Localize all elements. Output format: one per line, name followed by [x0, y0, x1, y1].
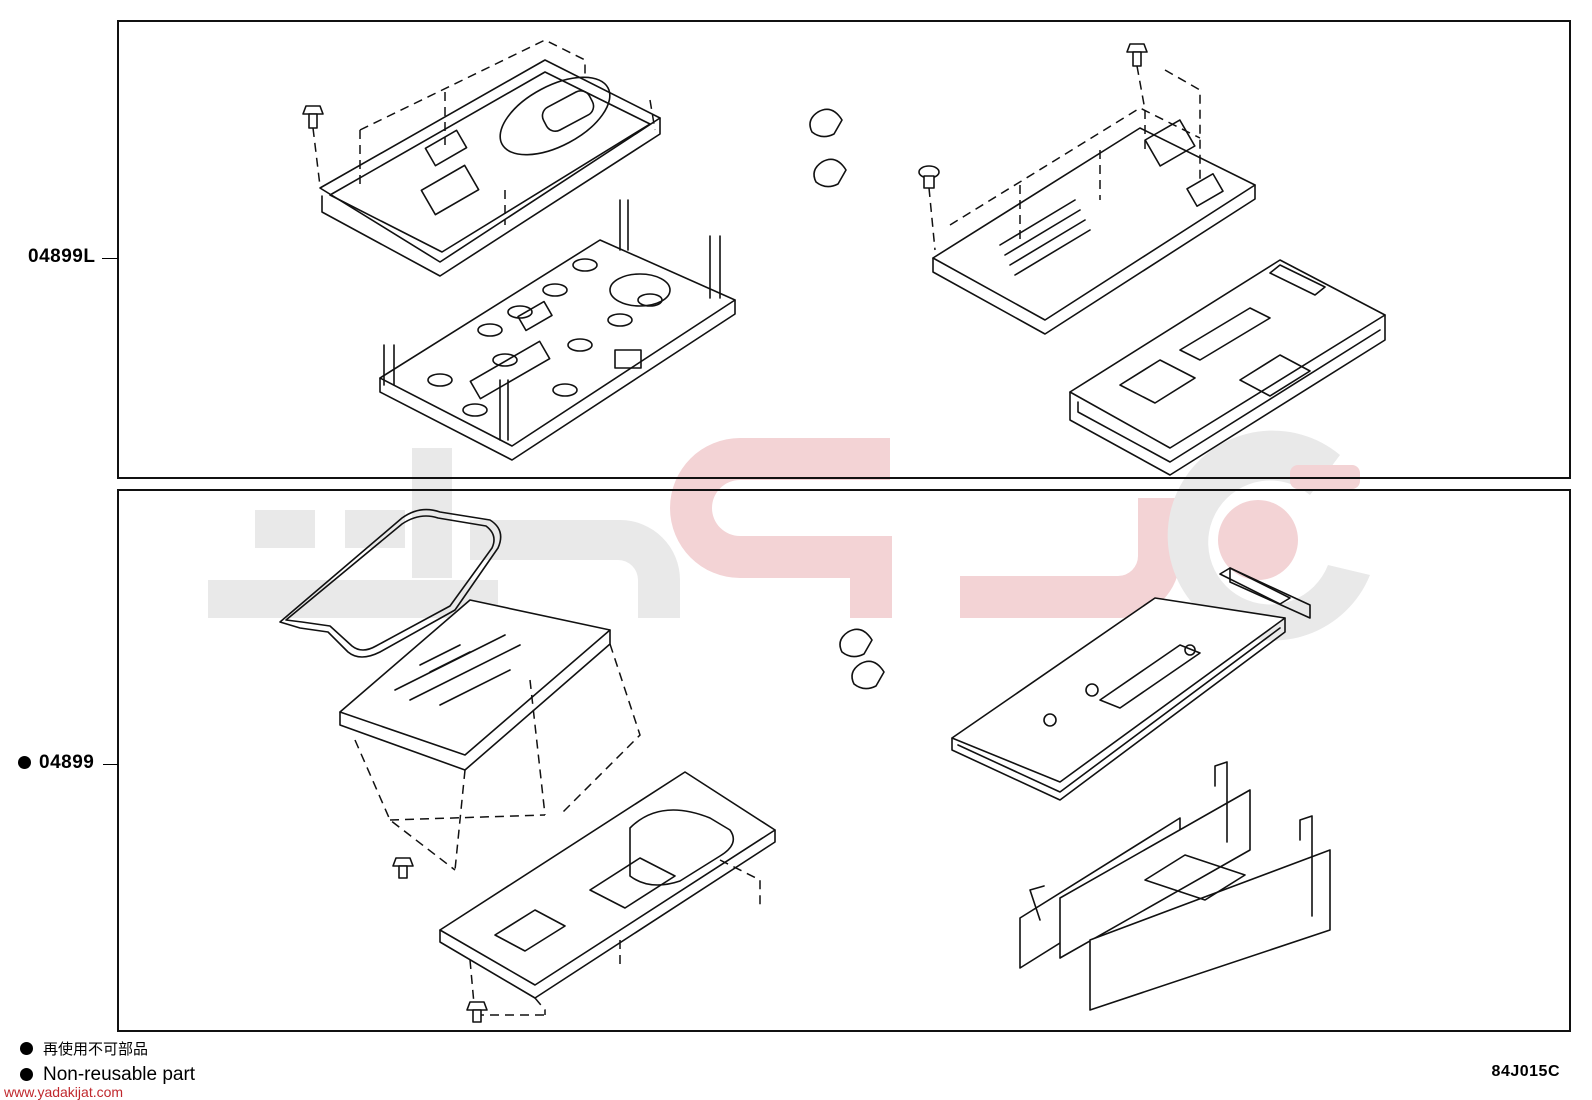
bolt-part[interactable] [466, 1001, 488, 1023]
watermark-stroke [255, 510, 315, 548]
upper-tray-part[interactable] [1069, 259, 1386, 476]
watermark-stroke [670, 438, 892, 618]
gasket-ring-part[interactable] [279, 508, 502, 658]
watermark-ring [1167, 430, 1370, 641]
lower-cover-part[interactable] [339, 599, 641, 871]
watermark-stroke [470, 520, 680, 618]
bracket-plate-part[interactable] [379, 199, 736, 461]
grommet-part[interactable] [839, 628, 885, 690]
nut-part[interactable] [918, 165, 940, 251]
upper-kit-part-number-label: 04899L [28, 246, 96, 267]
non-reusable-marker-icon [20, 1042, 33, 1055]
bolt-part[interactable] [302, 105, 324, 187]
non-reusable-marker-icon [18, 756, 31, 769]
watermark-stroke [208, 580, 498, 618]
upper-leader-line [102, 258, 118, 259]
lower-plate-part[interactable] [439, 771, 776, 1016]
upper-kit-panel [117, 20, 1571, 479]
watermark-letters [208, 430, 1370, 641]
lower-tray-part[interactable] [951, 567, 1311, 801]
upper-kit-part-number[interactable]: 04899L [28, 246, 95, 268]
upper-cover-part[interactable] [319, 39, 661, 277]
watermark-stroke [960, 498, 1180, 618]
bolt-part[interactable] [1126, 43, 1148, 111]
bolt-part[interactable] [392, 857, 414, 879]
legend-english-text: Non-reusable part [43, 1064, 196, 1085]
control-board-part[interactable] [932, 69, 1256, 335]
legend-japanese-text: 再使用不可部品 [43, 1040, 149, 1058]
watermark-url[interactable]: www.yadakijat.com [4, 1084, 124, 1100]
lower-kit-panel [117, 489, 1571, 1032]
grommet-part[interactable] [809, 108, 847, 188]
lower-leader-line [103, 764, 118, 765]
legend-english: Non-reusable part [20, 1064, 195, 1086]
insulator-part[interactable] [1019, 761, 1331, 1011]
diagram-code: 84J015C [1491, 1063, 1560, 1080]
lower-kit-part-number[interactable]: 04899 [18, 752, 94, 774]
lower-kit-part-number-label: 04899 [39, 752, 95, 773]
legend-japanese: 再使用不可部品 [20, 1038, 148, 1059]
watermark-dot [1218, 500, 1298, 580]
non-reusable-marker-icon [20, 1068, 33, 1081]
